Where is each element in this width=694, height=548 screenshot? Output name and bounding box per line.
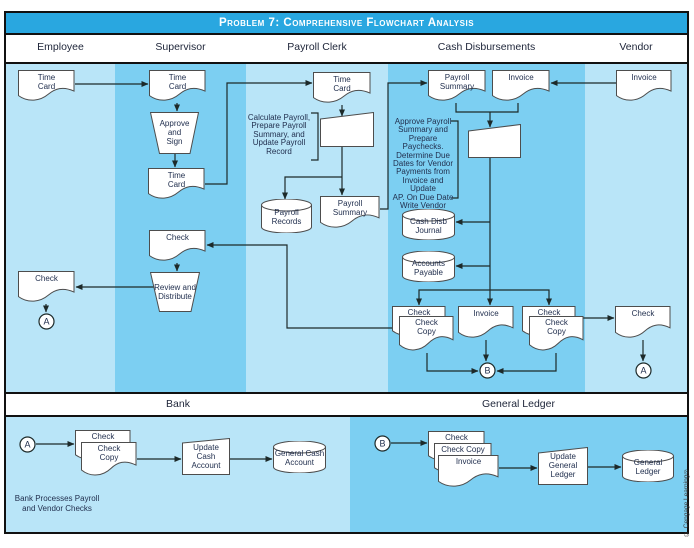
process-prepare-paychecks — [468, 124, 521, 158]
document-invoice-cd-in: Invoice — [492, 70, 550, 103]
column-header-employee: Employee — [37, 41, 84, 53]
connector-a-bank: A — [19, 436, 36, 453]
section-header-bank: Bank — [166, 398, 190, 410]
section-header-general-ledger: General Ledger — [482, 398, 555, 410]
process-update-general-ledger: Update General Ledger — [538, 447, 588, 485]
document-invoice-cd-out: Invoice — [458, 306, 514, 340]
document-time-card-employee: Time Card — [18, 70, 75, 103]
document-check-supervisor: Check — [149, 230, 206, 263]
frame-line — [4, 62, 689, 64]
document-check-vendor: Check — [615, 306, 671, 340]
connector-b-gl: B — [374, 435, 391, 452]
annotation-calculate-payroll: Calculate Payroll, Prepare Payroll Summa… — [247, 113, 311, 156]
document-time-card-supervisor-in: Time Card — [149, 70, 206, 103]
connector-a-employee: A — [38, 313, 55, 330]
manual-operation-review-and-distribute: Review and Distribute — [150, 272, 200, 312]
document-check-copy-bank: Check Copy — [81, 442, 137, 478]
process-calculate-payroll — [320, 112, 374, 147]
process-update-cash-account: Update Cash Account — [182, 438, 230, 475]
document-check-copy-cd-left: Check Copy — [399, 316, 454, 353]
frame-line — [4, 392, 689, 394]
employee-column-bg — [6, 64, 115, 393]
document-check-copy-cd-right: Check Copy — [529, 316, 584, 353]
frame-line — [4, 11, 689, 13]
document-time-card-supervisor-out: Time Card — [148, 168, 205, 201]
copyright-text: © Cengage Learning® — [683, 467, 690, 537]
database-accounts-payable: Accounts Payable — [402, 251, 455, 282]
manual-operation-approve-and-sign: Approve and Sign — [150, 112, 199, 154]
frame-line — [4, 11, 6, 534]
database-general-ledger: General Ledger — [622, 450, 674, 482]
database-general-cash-account: General Cash Account — [273, 441, 326, 473]
frame-line — [4, 33, 689, 35]
bank-section-bg — [6, 417, 350, 533]
connector-a-vendor: A — [635, 362, 652, 379]
column-header-payroll-clerk: Payroll Clerk — [287, 41, 347, 53]
frame-line — [4, 415, 689, 417]
column-header-supervisor: Supervisor — [155, 41, 206, 53]
column-header-cash-disbursements: Cash Disbursements — [437, 41, 536, 53]
vendor-column-bg — [585, 64, 687, 393]
annotation-approve-payroll: Approve Payroll Summary and Prepare Payc… — [392, 117, 454, 218]
frame-line — [687, 11, 689, 534]
database-payroll-records: Payroll Records — [261, 199, 312, 233]
document-payroll-summary-clerk: Payroll Summary — [320, 196, 380, 230]
column-header-vendor: Vendor — [619, 41, 653, 53]
document-invoice-gl: Invoice — [438, 455, 499, 489]
page-title: Problem 7: Comprehensive Flowchart Analy… — [218, 17, 475, 29]
document-invoice-vendor: Invoice — [616, 70, 672, 103]
connector-b-cd: B — [479, 362, 496, 379]
database-cash-disb-journal: Cash Disb Journal — [402, 209, 455, 240]
bank-note: Bank Processes Payroll and Vendor Checks — [14, 494, 100, 513]
document-time-card-clerk: Time Card — [313, 72, 371, 105]
frame-line — [4, 532, 689, 534]
title-bar: Problem 7: Comprehensive Flowchart Analy… — [6, 13, 687, 33]
document-check-employee: Check — [18, 271, 75, 304]
document-payroll-summary-cd: Payroll Summary — [428, 70, 486, 103]
